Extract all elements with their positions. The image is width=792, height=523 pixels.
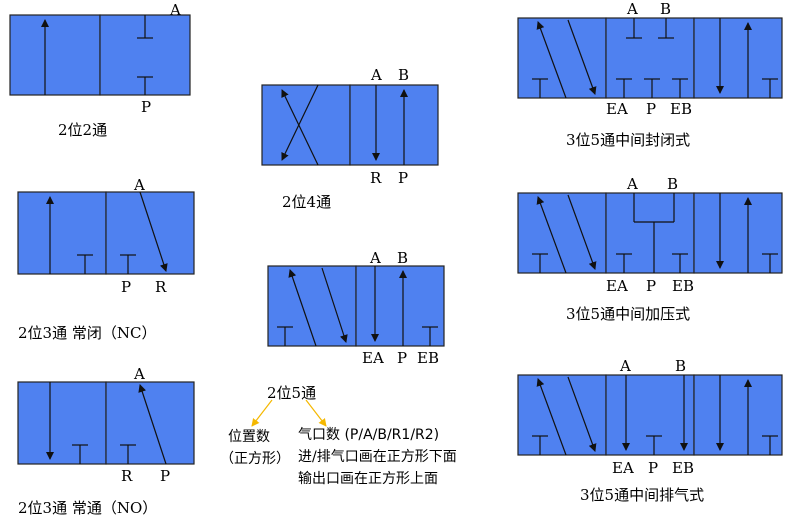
valve-2-5: A B EA P EB 2位5通 [267,249,445,402]
port-label: EB [417,349,439,367]
valve-caption: 3位5通中间封闭式 [566,131,690,149]
flow-arrow [288,269,317,347]
port-label: P [646,277,656,295]
flow-arrow [139,191,168,272]
valve-3-5-exhaust-center: A B EA P EB 3位5通中间排气式 [517,357,783,504]
ports-note: 气口数 (P/A/B/R1/R2) [298,427,439,443]
port-label: P [398,169,408,187]
valve-caption: 3位5通中间加压式 [566,305,690,323]
port-label: EB [672,277,694,295]
annotation-arrow [251,399,273,427]
valve-2-3-nc: A P R 2位3通 常闭（NC） [17,176,195,342]
port-label: A [133,176,145,194]
port-label: P [648,459,658,477]
valve-caption: 2位3通 常通（NO） [18,499,157,517]
valve-caption: 2位4通 [282,193,331,211]
port-label: EA [606,277,628,295]
positions-note: （正方形） [220,451,290,467]
port-label: EA [362,349,384,367]
ports-note: 输出口画在正方形上面 [298,471,438,487]
port-label: B [398,66,409,84]
flow-arrow [567,194,597,270]
flow-arrow [536,21,567,99]
port-label: P [397,349,407,367]
flow-arrow [567,19,597,95]
valve-2-3-no: A R P 2位3通 常通（NO） [17,365,195,517]
flow-arrow [281,89,319,166]
valve-position [17,191,107,275]
port-label: EB [672,459,694,477]
valve-3-5-closed-center: A B EA P EB 3位5通中间封闭式 [517,0,783,149]
valve-2-2: A P 2位2通 [9,1,191,139]
port-label: P [646,100,656,118]
valve-position [605,192,695,274]
port-label: A [370,66,382,84]
port-label: A [626,175,638,193]
valve-position [17,381,107,465]
port-label: B [675,357,686,375]
port-label: R [155,278,167,296]
valve-caption: 2位5通 [267,384,316,402]
port-label: R [370,169,382,187]
flow-arrow [281,84,319,161]
flow-arrow [536,196,567,274]
port-label: EA [612,459,634,477]
port-label: A [626,0,638,18]
valve-position [105,381,195,465]
valve-3-5-pressure-center: A B EA P EB 3位5通中间加压式 [517,175,783,323]
valve-position [605,17,695,99]
port-label: B [397,249,408,267]
annotation-legend: 位置数 （正方形） 气口数 (P/A/B/R1/R2) 进/排气口画在正方形下面… [220,399,457,487]
flow-arrow [567,376,597,452]
valve-position [349,84,439,166]
valve-position [261,84,351,166]
port-label: B [667,175,678,193]
positions-note: 位置数 [228,429,270,445]
port-label: P [141,98,151,116]
port-label: A [619,357,631,375]
port-label: A [369,249,381,267]
port-label: R [121,467,133,485]
valve-position [693,192,783,274]
port-label: A [133,365,145,383]
valve-caption: 3位5通中间排气式 [580,486,704,504]
valve-position [105,191,195,275]
port-label: P [160,467,170,485]
port-label: EB [670,100,692,118]
valve-caption: 2位3通 常闭（NC） [18,324,156,342]
port-label: EA [606,100,628,118]
valve-2-2-position-left [9,14,101,96]
valve-caption: 2位2通 [58,121,107,139]
port-label: B [660,0,671,18]
valve-position [605,374,695,456]
valve-position [693,374,783,456]
flow-arrow [321,267,348,343]
flow-arrow [536,378,567,456]
valve-position [355,265,445,347]
valve-position [693,17,783,99]
flow-arrow [138,384,167,465]
valve-2-4: A B R P 2位4通 [261,66,439,211]
valve-position [517,17,607,99]
port-label: A [169,1,181,19]
ports-note: 进/排气口画在正方形下面 [298,449,457,465]
port-label: P [121,278,131,296]
annotation-arrow [305,399,327,427]
